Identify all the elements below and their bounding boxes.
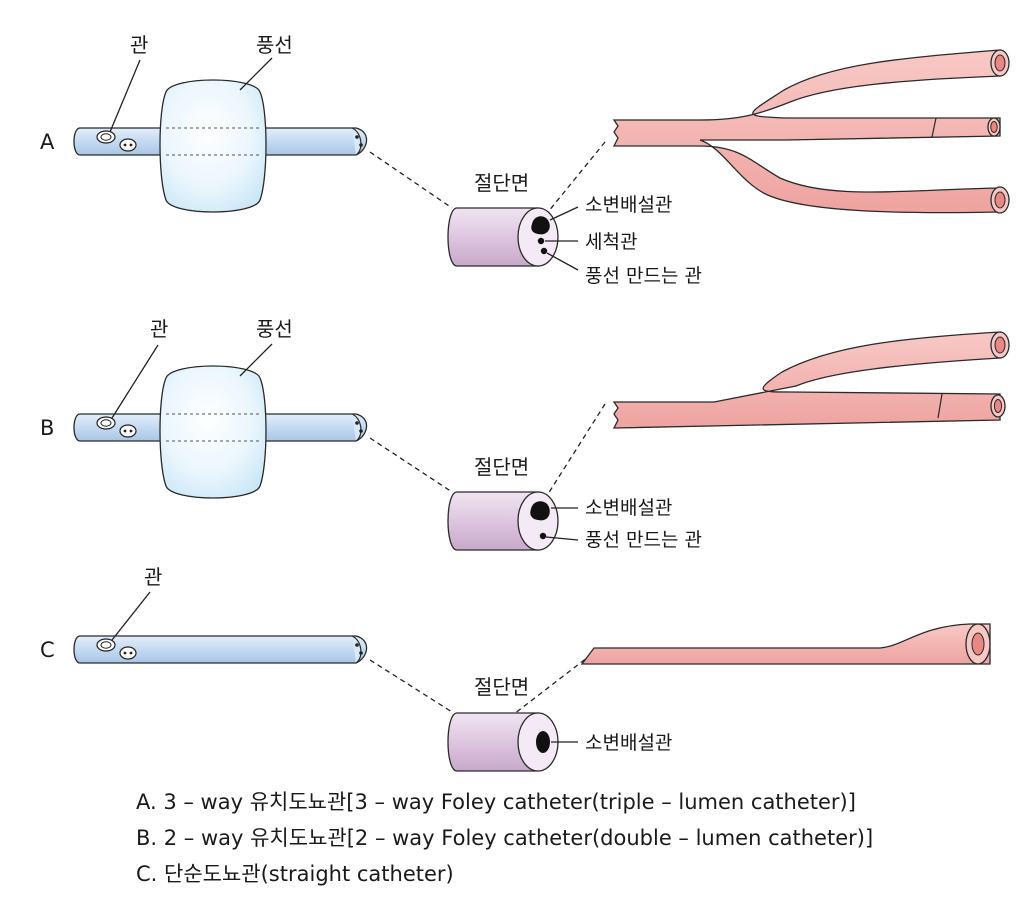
section-guide-line xyxy=(547,403,606,495)
drainage-eye-icon xyxy=(96,130,137,152)
section-guide-line xyxy=(547,141,606,213)
section-label: 절단면 xyxy=(474,455,529,479)
lumen-label: 소변배설관 xyxy=(585,194,672,216)
drainage-eye-icon xyxy=(96,638,137,660)
section-guide-line xyxy=(369,151,453,209)
lumen-label: 풍선 만드는 관 xyxy=(585,265,702,287)
irrigation-lumen xyxy=(537,237,545,245)
section-label: 절단면 xyxy=(474,675,529,699)
lumen-label: 풍선 만드는 관 xyxy=(585,529,702,551)
urine-lumen xyxy=(536,731,550,753)
two-way-branch xyxy=(612,331,1010,429)
panel-letter: A xyxy=(40,130,55,154)
three-way-branch xyxy=(612,49,1010,214)
balloon-label: 풍선 xyxy=(256,33,293,57)
lumen-label: 소변배설관 xyxy=(585,732,672,754)
cross-section xyxy=(447,207,559,267)
panel-b: B 관 풍선 절단면 xyxy=(40,317,1010,551)
panel-c: C 관 절단면 소변배설관 xyxy=(40,565,991,772)
caption-b: B. 2 – way 유치도뇨관[2 – way Foley catheter(… xyxy=(136,826,874,850)
balloon xyxy=(159,365,267,499)
lumen-leader-line xyxy=(549,206,579,221)
tube-leader-line xyxy=(109,59,141,133)
balloon-leader-line xyxy=(239,57,273,91)
section-label: 절단면 xyxy=(474,171,529,195)
section-guide-line xyxy=(513,653,593,715)
balloon-lumen xyxy=(540,247,548,255)
tube-label: 관 xyxy=(130,33,148,57)
straight-tube xyxy=(580,623,991,665)
lumen-leader-line xyxy=(545,536,579,541)
caption-a: A. 3 – way 유치도뇨관[3 – way Foley catheter(… xyxy=(136,790,856,814)
lumen-label: 세척관 xyxy=(585,231,637,253)
tube-label: 관 xyxy=(150,317,168,341)
balloon-leader-line xyxy=(239,343,273,377)
section-guide-line xyxy=(369,659,453,713)
panel-a: A 관 풍선 xyxy=(40,33,1010,287)
caption-c: C. 단순도뇨관(straight catheter) xyxy=(136,862,454,886)
cross-section xyxy=(447,491,559,551)
urine-lumen xyxy=(531,216,550,235)
urine-lumen xyxy=(530,501,550,521)
lumen-label: 소변배설관 xyxy=(585,497,672,519)
balloon-label: 풍선 xyxy=(256,317,293,341)
tube-leader-line xyxy=(111,344,159,419)
balloon-lumen xyxy=(539,532,547,540)
drainage-eye-icon xyxy=(96,416,137,438)
panel-letter: C xyxy=(40,638,55,662)
lumen-leader-line xyxy=(546,252,579,271)
tube-label: 관 xyxy=(144,565,162,589)
cross-section xyxy=(447,712,559,772)
panel-letter: B xyxy=(40,416,54,440)
tube-leader-line xyxy=(111,591,151,641)
catheter-tube xyxy=(73,635,368,664)
section-guide-line xyxy=(369,437,453,493)
balloon xyxy=(159,79,267,213)
